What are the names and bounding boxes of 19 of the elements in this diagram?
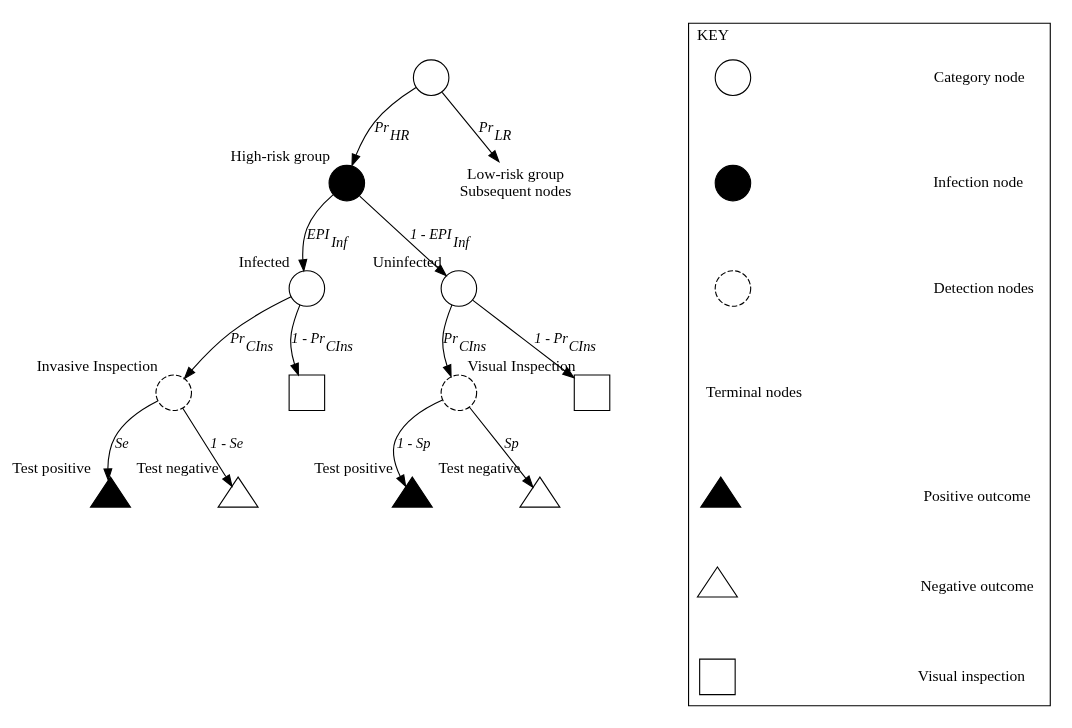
legend-label: Positive outcome — [923, 486, 1031, 504]
node-label: Test negative — [438, 458, 521, 476]
node-label: Test positive — [12, 458, 91, 476]
node-label: High-risk group — [230, 146, 331, 164]
legend-label: Category node — [933, 67, 1025, 85]
node-label: Test negative — [136, 458, 219, 476]
edge-label: 1 - Sp — [396, 434, 431, 451]
legend-label: Infection node — [933, 172, 1024, 190]
edge-label: Sp — [504, 434, 519, 451]
node-text: Low-risk group Subsequent nodes — [459, 164, 572, 199]
node-label: Invasive Inspection — [36, 356, 158, 374]
legend-label: Visual inspection — [917, 666, 1026, 684]
node-label: Test positive — [314, 458, 393, 476]
edge-label: 1 - Se — [210, 434, 244, 451]
label: Terminal nodes — [706, 382, 802, 400]
edge-label: Se — [114, 434, 129, 451]
legend-label: Negative outcome — [920, 576, 1034, 594]
legend-label: Detection nodes — [933, 278, 1034, 296]
node-label: Infected — [238, 252, 290, 270]
